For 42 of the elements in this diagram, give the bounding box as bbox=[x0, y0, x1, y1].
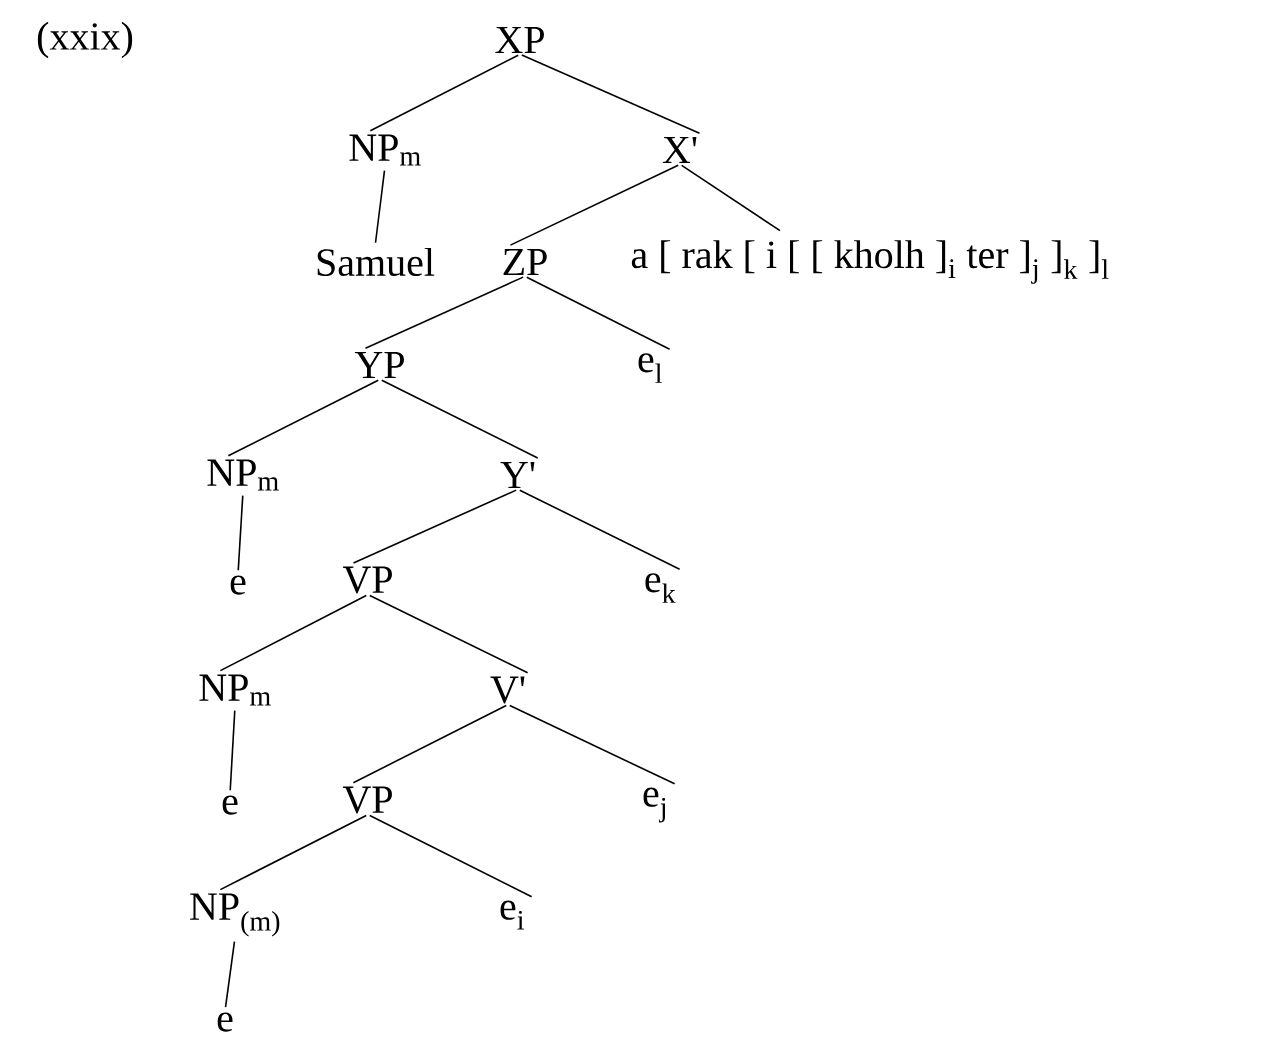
tree-node-label: VP bbox=[342, 566, 392, 594]
branch-line bbox=[381, 379, 539, 459]
tree-node-label: e$_{j}$ bbox=[643, 787, 666, 823]
branch-line bbox=[521, 54, 701, 135]
branch-line bbox=[352, 704, 508, 784]
tree-node-label: YP bbox=[354, 351, 404, 379]
tree-node-label: e$_{l}$ bbox=[638, 353, 662, 383]
tree-node-label: NP$_{m}$ bbox=[207, 459, 279, 491]
tree-node-label: e bbox=[222, 795, 238, 815]
branch-line bbox=[352, 489, 517, 564]
tree-node-label: X' bbox=[662, 136, 697, 164]
example-number: (xxix) bbox=[37, 21, 133, 59]
tree-node-label: Y' bbox=[500, 461, 535, 489]
branch-line bbox=[237, 494, 244, 571]
branch-line bbox=[369, 54, 520, 132]
tree-node-label: NP$_{(m)}$ bbox=[190, 893, 280, 937]
tree-node-label: e bbox=[217, 1012, 233, 1032]
branch-line bbox=[227, 379, 380, 457]
tree-node-label: NP$_{m}$ bbox=[349, 134, 421, 166]
tree-node-label: e$_{i}$ bbox=[500, 900, 524, 930]
tree-node-label: a [ rak [ i [ [ kholh ]$_{i}$ ter ]$_{j}$ ]$_{k}$ ]$_{l}$ bbox=[631, 240, 1109, 284]
branch-line bbox=[224, 940, 236, 1009]
tree-node-label: e$_{k}$ bbox=[645, 573, 676, 603]
tree-node-label: Samuel bbox=[317, 247, 435, 277]
branch-line bbox=[526, 276, 671, 351]
tree-node-label: VP bbox=[342, 786, 392, 814]
tree-node-label: e bbox=[230, 575, 246, 595]
branch-line bbox=[364, 276, 524, 350]
branch-line bbox=[219, 814, 368, 891]
tree-node-label: V' bbox=[490, 676, 525, 704]
tree-node-label: ZP bbox=[503, 248, 547, 276]
branch-line bbox=[509, 704, 676, 785]
branch-line bbox=[229, 709, 236, 791]
branch-line bbox=[369, 594, 529, 674]
tree-node-label: NP$_{m}$ bbox=[199, 674, 271, 706]
branch-line bbox=[374, 169, 386, 244]
tree-node-label: XP bbox=[495, 26, 544, 54]
branch-line bbox=[369, 814, 533, 898]
branch-line bbox=[219, 594, 368, 672]
branch-line bbox=[509, 164, 679, 246]
branch-line bbox=[680, 164, 781, 232]
branch-line bbox=[519, 489, 681, 571]
